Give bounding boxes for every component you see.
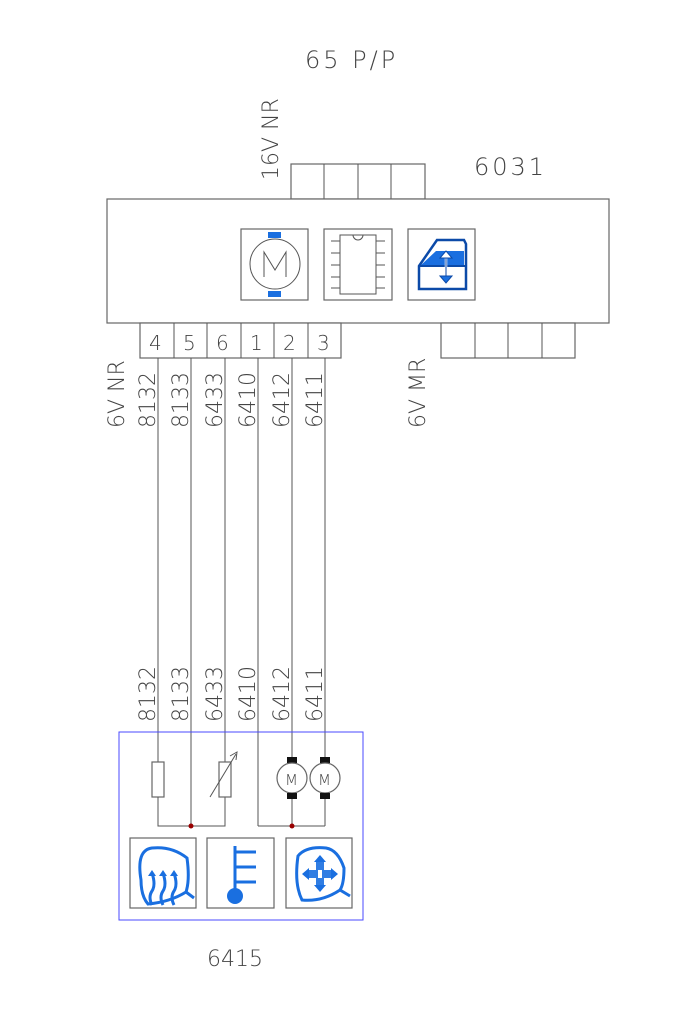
mirror-adjust-icon: [285, 837, 353, 909]
junction-dot: [289, 823, 295, 829]
wire-label: 8132: [136, 666, 161, 722]
window-lift-icon: [407, 228, 476, 301]
module-id: 6031: [474, 153, 547, 181]
right-connector: [440, 322, 576, 359]
motor-label: M: [285, 771, 298, 789]
wire-label: 8132: [136, 372, 161, 428]
junction-dot: [188, 823, 194, 829]
top-connector-label: 16V NR: [259, 98, 284, 180]
wire-label: 6410: [236, 372, 261, 428]
pin-label: 2: [283, 331, 296, 355]
wire-label: 8133: [169, 372, 194, 428]
right-connector-label: 6V MR: [406, 358, 431, 428]
wire-label: 6433: [203, 372, 228, 428]
pin-label: 4: [149, 331, 162, 355]
pin-label: 5: [183, 331, 196, 355]
wire-label: 6412: [270, 372, 295, 428]
wire-label: 6411: [303, 666, 328, 722]
resistor-icon: [151, 761, 226, 827]
wire-label: 6412: [270, 666, 295, 722]
wires: [157, 358, 326, 826]
pin-label: 1: [250, 331, 263, 355]
mirror-defrost-icon: [129, 837, 197, 909]
mirror-id: 6415: [207, 947, 263, 972]
motor-label: M: [318, 771, 331, 789]
wire-label: 6411: [303, 372, 328, 428]
mirror-frame: [118, 731, 364, 921]
motor-icon: M: [309, 757, 341, 799]
wire-label: 6410: [236, 666, 261, 722]
variable-resistor-icon: [209, 751, 238, 798]
pin-connector-label: 6V NR: [105, 360, 130, 428]
chip-icon: [323, 228, 393, 301]
pin-label: 3: [317, 331, 330, 355]
diagram-title: 65 P/P: [305, 46, 398, 74]
pin-connector: 4 5 6 1 2 3: [139, 322, 342, 359]
temperature-icon: [206, 837, 275, 909]
wire-label: 6433: [203, 666, 228, 722]
wire-label: 8133: [169, 666, 194, 722]
motor-icon: M: [276, 757, 308, 799]
top-connector: [290, 163, 426, 200]
pin-label: 6: [216, 331, 229, 355]
motor-icon: [240, 228, 309, 301]
